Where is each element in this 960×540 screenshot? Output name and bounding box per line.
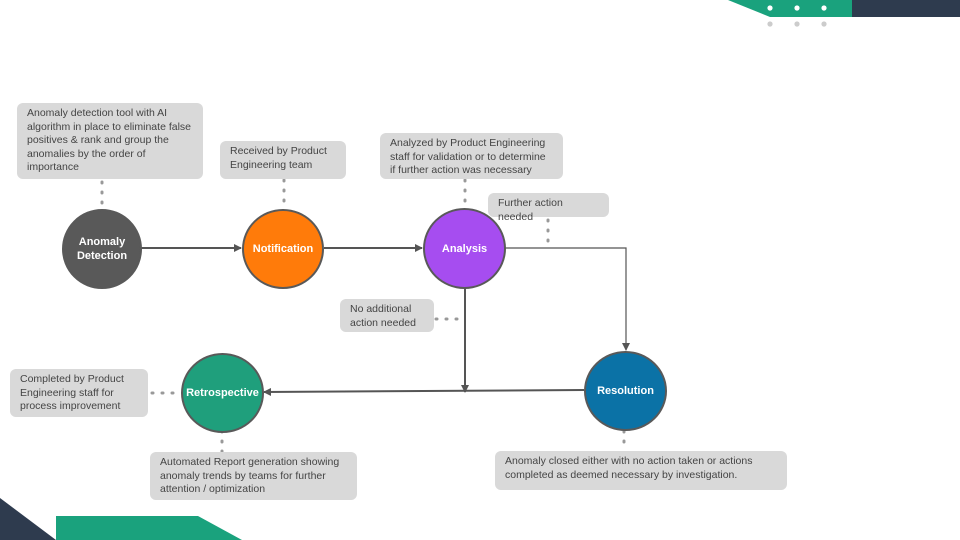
- note-automated-report: Automated Report generation showing anom…: [150, 452, 357, 500]
- node-analysis-label: Analysis: [441, 242, 488, 255]
- dotted-leaders: [100, 178, 626, 454]
- node-resolution: Resolution: [584, 351, 667, 431]
- node-anomaly-detection-label: Anomaly Detection: [76, 236, 128, 262]
- top-teal-band: [728, 0, 852, 17]
- node-retrospective: Retrospective: [181, 353, 264, 433]
- note-notification: Received by Product Engineering team: [220, 141, 346, 179]
- node-analysis: Analysis: [423, 208, 506, 289]
- top-dots-grey: [767, 21, 827, 27]
- note-no-additional-action: No additional action needed: [340, 299, 434, 332]
- node-resolution-label: Resolution: [597, 385, 654, 397]
- note-anomaly-detection: Anomaly detection tool with AI algorithm…: [17, 103, 203, 179]
- top-navy-band: [852, 0, 960, 17]
- arrow-analysis-to-resolution: [505, 247, 630, 351]
- note-analysis: Analyzed by Product Engineering staff fo…: [380, 133, 563, 179]
- node-anomaly-detection: Anomaly Detection: [62, 209, 142, 289]
- note-retrospective: Completed by Product Engineering staff f…: [10, 369, 148, 417]
- bottom-teal-band: [56, 516, 242, 540]
- note-resolution: Anomaly closed either with no action tak…: [495, 451, 787, 490]
- node-notification-label: Notification: [252, 243, 314, 255]
- bottom-navy-band: [0, 498, 56, 540]
- top-dots-white: [767, 5, 827, 11]
- node-retrospective-label: Retrospective: [186, 387, 259, 399]
- note-further-action: Further action needed: [488, 193, 609, 223]
- arrow-resolution-to-retrospective: [263, 387, 585, 396]
- node-notification: Notification: [242, 209, 324, 289]
